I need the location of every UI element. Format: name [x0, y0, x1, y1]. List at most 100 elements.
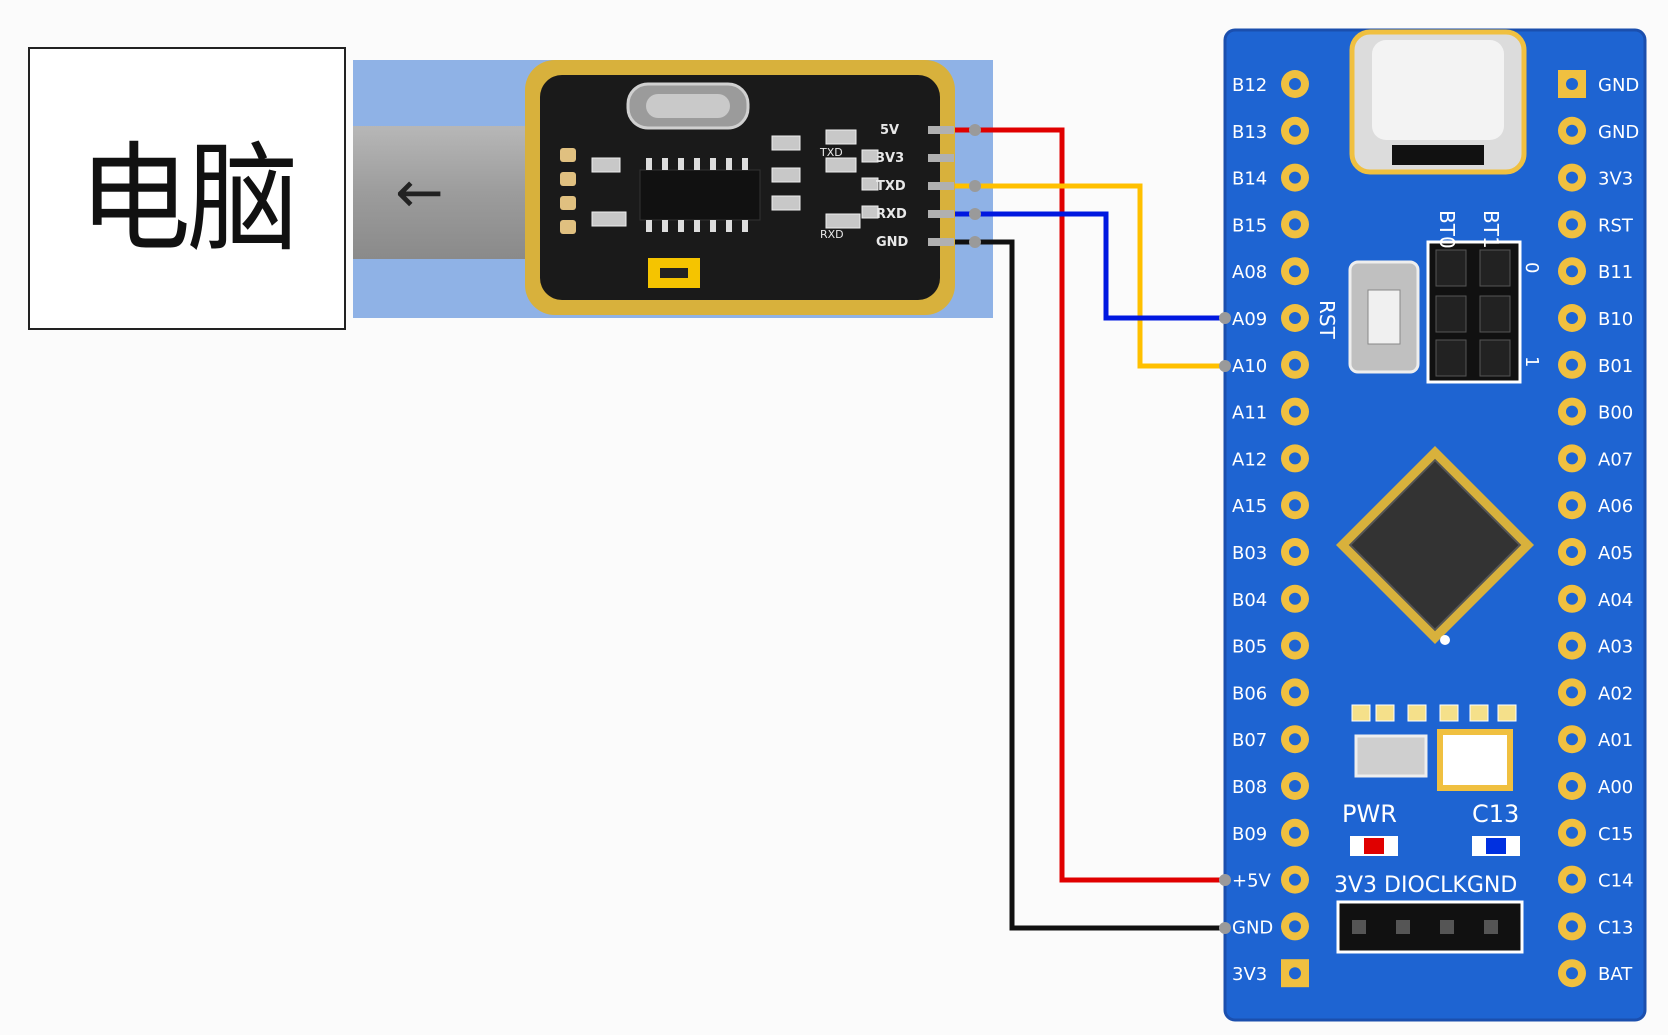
wire-gnd	[955, 239, 1225, 931]
left-pin-label: B09	[1232, 824, 1267, 845]
pin-hole	[1566, 218, 1578, 231]
pin-hole	[1289, 780, 1301, 792]
pin-hole	[1566, 124, 1578, 137]
left-pin-label: B12	[1232, 75, 1267, 96]
left-pin-label: B13	[1232, 122, 1267, 143]
right-pin-label: B01	[1598, 356, 1633, 377]
c13-label: C13	[1472, 800, 1519, 828]
boot-one-label: 1	[1521, 356, 1542, 367]
pin-hole	[1566, 733, 1578, 746]
adapter-pin-label: 5V	[880, 123, 899, 138]
left-pin-label: A11	[1232, 403, 1267, 424]
usb-c-body	[1372, 40, 1504, 140]
pin-hole	[1289, 124, 1301, 137]
right-pin-column: GNDGND3V3RSTB11B10B01B00A07A06A05A04A03A…	[1558, 70, 1639, 988]
mcu-pin1-dot	[1440, 635, 1450, 645]
right-pin-label: A04	[1598, 590, 1633, 611]
pin-hole	[1289, 873, 1301, 886]
right-pin-label: C14	[1598, 871, 1633, 892]
left-pin-label: B07	[1232, 730, 1267, 751]
left-pin-label: B14	[1232, 169, 1267, 190]
right-pin-label: A05	[1598, 543, 1633, 564]
pin-hole	[1289, 312, 1301, 324]
boot-jumper-pins	[1435, 249, 1511, 377]
pin-hole	[1566, 358, 1578, 371]
left-pin-label: B06	[1232, 683, 1267, 704]
left-pin-label: B03	[1232, 543, 1267, 564]
adapter-pin-label: TXD	[876, 179, 906, 194]
left-pin-label: A15	[1232, 496, 1267, 517]
left-pin-label: B15	[1232, 215, 1267, 236]
right-pin-label: A03	[1598, 637, 1633, 658]
pin-hole	[1289, 967, 1301, 980]
pin-hole	[1289, 171, 1301, 184]
pin-hole	[1289, 218, 1301, 231]
left-pin-label: +5V	[1232, 871, 1272, 892]
pin-hole	[1566, 826, 1578, 839]
pin-hole	[1566, 452, 1578, 465]
right-pin-label: C15	[1598, 824, 1633, 845]
bt0-label: BT0	[1435, 210, 1459, 249]
adapter-smd-components	[591, 129, 879, 229]
bt1-label: BT1	[1479, 210, 1503, 249]
left-pin-label: A09	[1232, 309, 1267, 330]
pin-hole	[1566, 405, 1578, 418]
swd-label: 3V3 DIOCLKGND	[1334, 873, 1517, 898]
boot-zero-label: 0	[1521, 262, 1542, 273]
wire-rxd	[955, 211, 1225, 321]
adapter-header-pins	[928, 126, 954, 246]
pin-hole	[1289, 686, 1301, 699]
adapter-usb-pads	[560, 148, 576, 234]
pin-hole	[1566, 499, 1578, 512]
pin-hole	[1289, 733, 1301, 746]
pin-hole	[1566, 686, 1578, 699]
adapter-pin-label: GND	[876, 235, 909, 250]
right-pin-label: A00	[1598, 777, 1633, 798]
usb-arrow-icon: ←	[395, 158, 444, 226]
board-small-pads	[1351, 704, 1517, 722]
left-pin-label: A10	[1232, 356, 1267, 377]
left-pin-label: B08	[1232, 777, 1267, 798]
pin-hole	[1566, 78, 1578, 90]
rst-button-cap	[1367, 289, 1401, 345]
left-pin-column: B12B13B14B15A08A09A10A11A12A15B03B04B05B…	[1232, 70, 1309, 988]
adapter-pin-label: 3V3	[876, 151, 904, 166]
pin-hole	[1566, 312, 1578, 324]
pin-hole	[1566, 920, 1578, 933]
pin-hole	[1289, 405, 1301, 418]
usb-ttl-adapter: 5V 3V3 TXD RXD GND TXD RXD	[525, 60, 955, 315]
pin-hole	[1289, 265, 1301, 278]
left-pin-label: GND	[1232, 917, 1273, 938]
left-pin-label: A08	[1232, 262, 1267, 283]
right-pin-label: B11	[1598, 262, 1633, 283]
board-crystal-8m	[1437, 729, 1513, 791]
right-pin-label: B00	[1598, 403, 1633, 424]
pin-hole	[1289, 639, 1301, 652]
left-pin-label: A12	[1232, 449, 1267, 470]
wire-endpoints	[969, 124, 1231, 934]
right-pin-label: GND	[1598, 122, 1639, 143]
pin-hole	[1566, 967, 1578, 980]
pin-hole	[1566, 639, 1578, 652]
swd-pins	[1352, 920, 1498, 934]
pin-hole	[1289, 826, 1301, 839]
right-pin-label: GND	[1598, 75, 1639, 96]
adapter-pin-label: RXD	[876, 207, 907, 222]
right-pin-label: A07	[1598, 449, 1633, 470]
board-crystal-32k	[1354, 734, 1428, 778]
adapter-chip	[639, 169, 761, 221]
left-pin-label: 3V3	[1232, 964, 1267, 985]
pin-hole	[1566, 592, 1578, 605]
usb-c-tongue	[1392, 145, 1484, 165]
pin-hole	[1566, 780, 1578, 792]
adapter-crystal-top	[646, 94, 730, 118]
pin-hole	[1289, 592, 1301, 605]
right-pin-label: B10	[1598, 309, 1633, 330]
pin-hole	[1566, 873, 1578, 886]
wire-5v	[955, 127, 1225, 883]
pin-hole	[1289, 452, 1301, 465]
left-pin-label: B05	[1232, 637, 1267, 658]
pin-hole	[1289, 920, 1301, 933]
pin-hole	[1289, 78, 1301, 90]
pin-hole	[1566, 546, 1578, 558]
